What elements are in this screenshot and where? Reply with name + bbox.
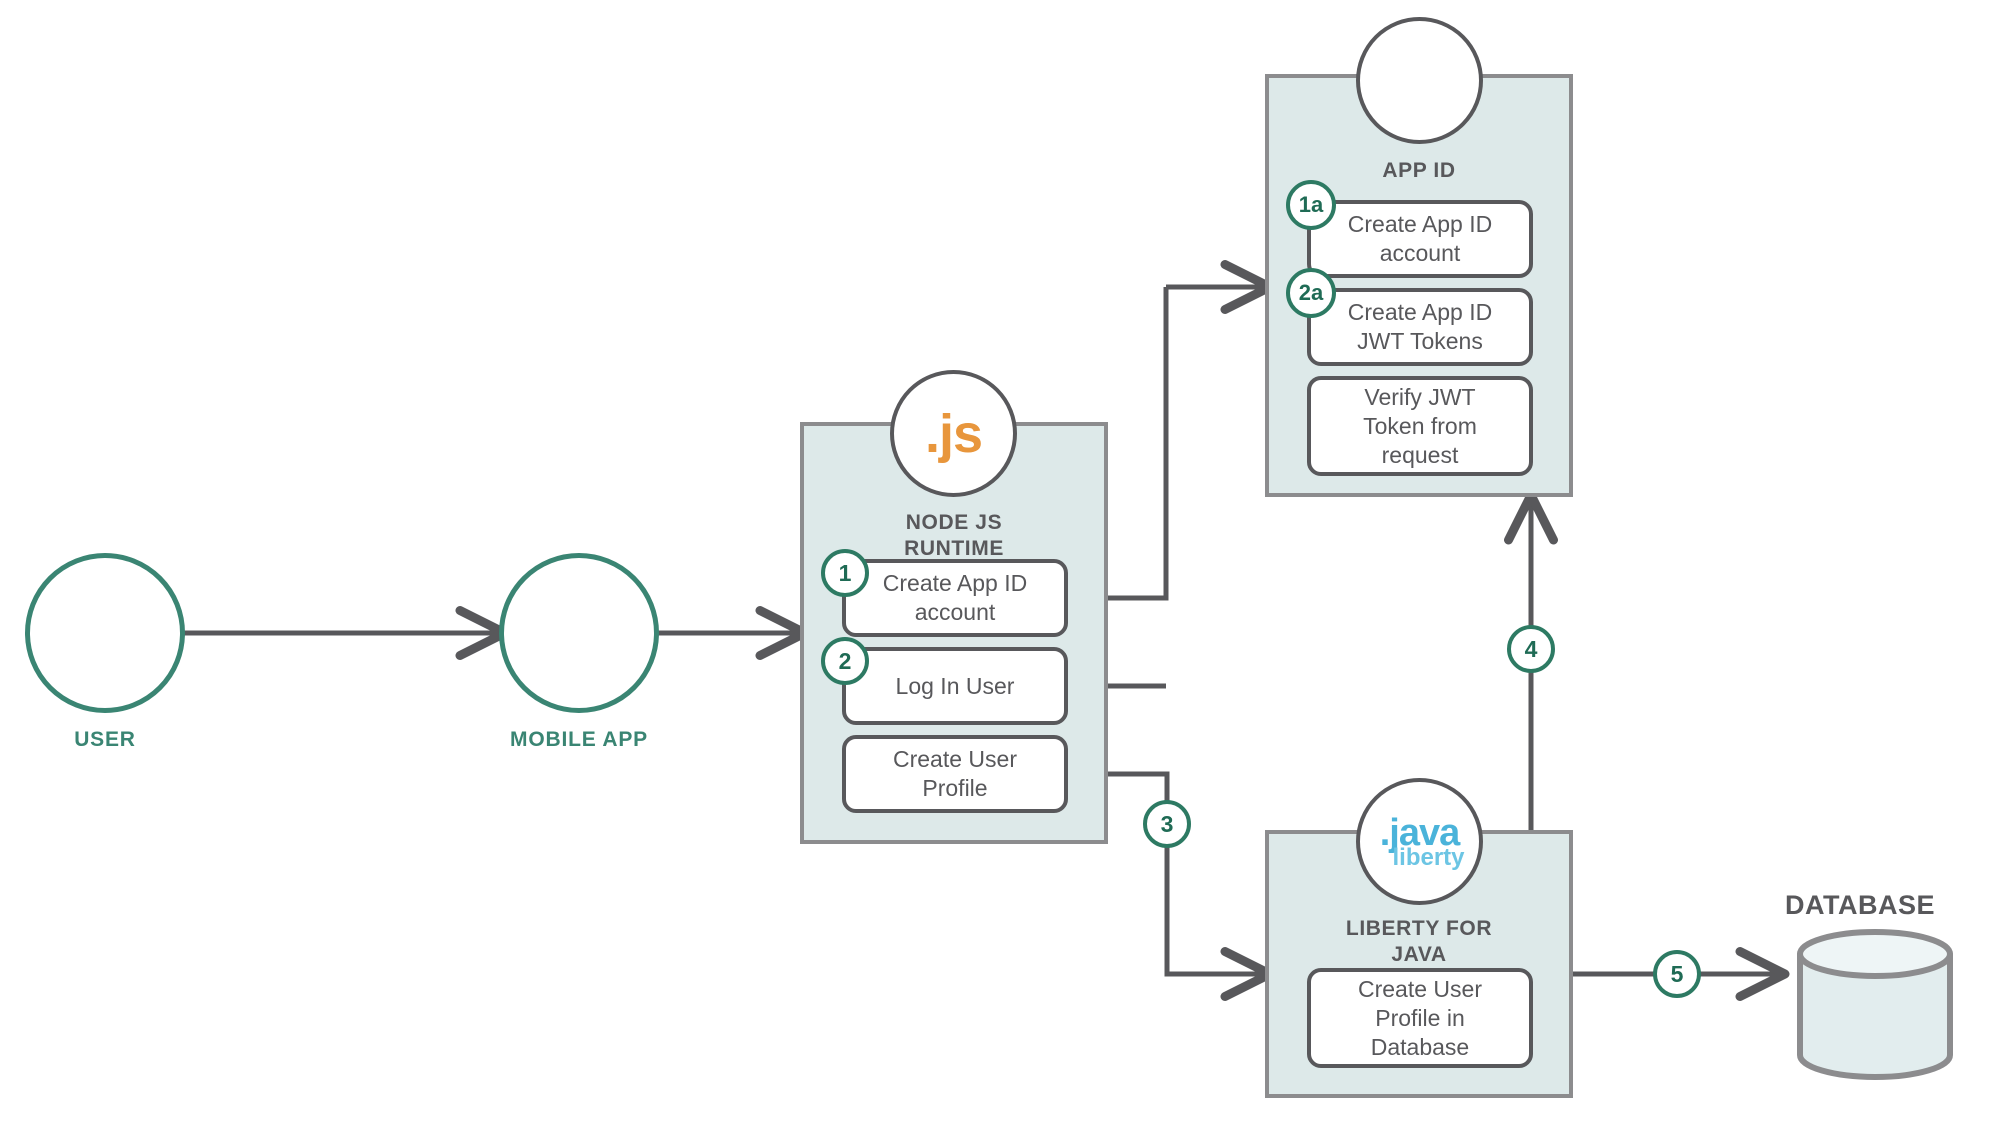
card-line2: Profile bbox=[922, 775, 988, 801]
liberty-title-line1: LIBERTY FOR bbox=[1345, 917, 1493, 940]
card-appid-verify-jwt-token[interactable]: Verify JWT Token from request bbox=[1307, 376, 1533, 476]
step-badge-2: 2 bbox=[821, 637, 869, 685]
card-liberty-create-user-profile-in-database[interactable]: Create User Profile in Database bbox=[1307, 968, 1533, 1068]
app-id-title: APP ID bbox=[1382, 159, 1456, 182]
node-js-runtime-title-line1: NODE JS bbox=[905, 511, 1003, 534]
card-nodejs-create-app-id-account[interactable]: Create App ID account bbox=[842, 559, 1068, 637]
card-line3: request bbox=[1381, 441, 1459, 468]
database-label: DATABASE bbox=[1785, 890, 1935, 920]
card-appid-create-jwt-tokens[interactable]: Create App ID JWT Tokens bbox=[1307, 288, 1533, 366]
java-liberty-logo: .java liberty bbox=[1356, 778, 1483, 905]
card-line1: Create App ID bbox=[1347, 211, 1493, 237]
card-line2: JWT Tokens bbox=[1357, 328, 1483, 354]
nodejs-js-logo: .js bbox=[890, 370, 1017, 497]
mobile-app-label: MOBILE APP bbox=[510, 728, 648, 751]
card-line1: Create App ID bbox=[882, 570, 1028, 596]
card-line2: account bbox=[1379, 240, 1461, 266]
step-badge-1a: 1a bbox=[1286, 180, 1336, 230]
card-nodejs-create-user-profile[interactable]: Create User Profile bbox=[842, 735, 1068, 813]
step-badge-5: 5 bbox=[1653, 950, 1701, 998]
java-logo-sub: liberty bbox=[1392, 843, 1465, 871]
card-line2: account bbox=[914, 599, 996, 625]
card-line1: Create User bbox=[893, 746, 1017, 772]
java-liberty-logo-text: .java liberty bbox=[1374, 811, 1465, 871]
java-logo-main: .java bbox=[1379, 811, 1461, 854]
user-circle bbox=[25, 553, 185, 713]
liberty-title-line2: JAVA bbox=[1391, 943, 1447, 966]
card-line1: Create User bbox=[1358, 975, 1482, 1002]
database-cylinder-icon bbox=[1797, 929, 1953, 1080]
step-badge-4: 4 bbox=[1507, 625, 1555, 673]
card-line3: Database bbox=[1370, 1033, 1470, 1060]
card-line1: Log In User bbox=[895, 672, 1015, 699]
step-badge-3: 3 bbox=[1143, 800, 1191, 848]
card-nodejs-log-in-user[interactable]: Log In User bbox=[842, 647, 1068, 725]
appid-lock-logo bbox=[1356, 17, 1483, 144]
node-js-runtime-title-line2: RUNTIME bbox=[904, 537, 1004, 560]
step-badge-1: 1 bbox=[821, 549, 869, 597]
card-appid-create-app-id-account[interactable]: Create App ID account bbox=[1307, 200, 1533, 278]
card-line2: Token from bbox=[1363, 412, 1477, 439]
card-line1: Verify JWT bbox=[1364, 383, 1476, 410]
nodejs-logo-text: .js bbox=[924, 403, 983, 464]
user-label: USER bbox=[74, 728, 136, 751]
step-badge-2a: 2a bbox=[1286, 268, 1336, 318]
card-line1: Create App ID bbox=[1347, 299, 1493, 325]
card-line2: Profile in bbox=[1375, 1004, 1465, 1031]
connector-step3-to-liberty bbox=[1068, 771, 1275, 1001]
mobile-app-circle bbox=[499, 553, 659, 713]
